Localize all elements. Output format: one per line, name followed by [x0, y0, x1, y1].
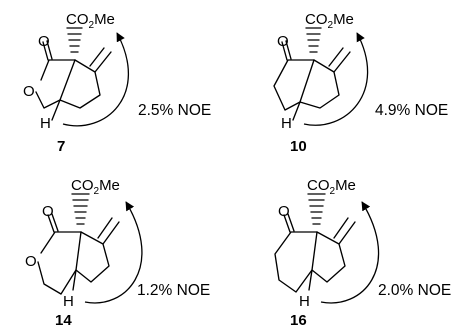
noe-value: 2.0% NOE [378, 282, 451, 299]
compound-7: O O H CO2Me 2.5% NOE 7 [23, 11, 211, 155]
carbonyl-oxygen: O [38, 33, 50, 50]
compound-14: O O H CO2Me 1.2% NOE 14 [25, 177, 210, 329]
noe-arrow [303, 32, 369, 126]
noe-arrow [84, 201, 143, 304]
ester-label: CO2Me [66, 11, 115, 31]
compound-number: 10 [290, 138, 307, 155]
compound-7-bonds [35, 27, 112, 121]
bridgehead-hydrogen: H [281, 115, 292, 132]
bridgehead-hydrogen: H [63, 293, 74, 310]
compound-10-bonds [273, 27, 351, 121]
ester-label: CO2Me [305, 11, 354, 31]
ring-oxygen: O [25, 253, 37, 270]
noe-arrow [320, 201, 380, 304]
compound-number: 16 [290, 312, 307, 329]
hashed-bond [307, 193, 326, 225]
bridgehead-hydrogen: H [40, 115, 51, 132]
hashed-bond [305, 27, 322, 53]
hashed-bond [71, 193, 90, 225]
ester-label: CO2Me [307, 177, 356, 197]
ester-label: CO2Me [71, 177, 120, 197]
compound-16: O H CO2Me 2.0% NOE 16 [274, 177, 451, 329]
noe-arrow [62, 32, 129, 127]
carbonyl-oxygen: O [42, 203, 54, 220]
noe-value: 2.5% NOE [138, 102, 211, 119]
carbonyl-oxygen: O [277, 33, 289, 50]
compound-16-bonds [274, 193, 356, 293]
bridgehead-hydrogen: H [299, 293, 310, 310]
compound-14-bonds [37, 193, 120, 295]
ring-oxygen: O [23, 83, 35, 100]
compound-10: O H CO2Me 4.9% NOE 10 [273, 11, 448, 155]
hashed-bond [66, 27, 83, 53]
compound-number: 14 [55, 312, 72, 329]
compound-number: 7 [57, 138, 65, 155]
noe-value: 4.9% NOE [375, 102, 448, 119]
noe-value: 1.2% NOE [137, 282, 210, 299]
carbonyl-oxygen: O [278, 203, 290, 220]
